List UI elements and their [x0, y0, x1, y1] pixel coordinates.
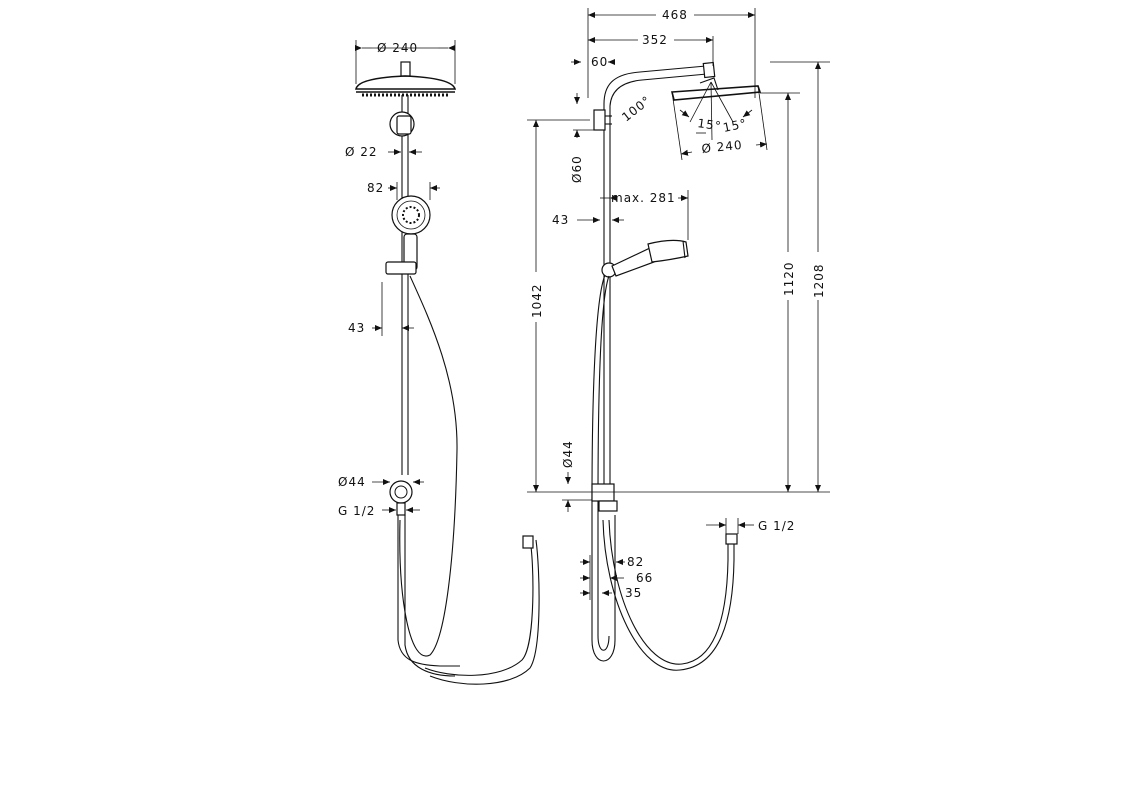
- front-pipe-diameter-label: Ø 22: [345, 145, 378, 159]
- side-shower-head: [670, 77, 762, 101]
- side-bracket-diameter-label: Ø60: [570, 155, 584, 183]
- side-arm-angle-label: 100°: [619, 93, 654, 124]
- side-inlet-thread-label: G 1/2: [758, 519, 795, 533]
- side-dim-35-label: 35: [625, 586, 642, 600]
- front-upper-pipe: [389, 95, 415, 475]
- side-max-holder-reach-label: max. 281: [611, 191, 676, 205]
- side-wall-offset-label: 60: [591, 55, 608, 69]
- side-diverter-diameter-label: Ø44: [561, 440, 575, 468]
- side-tilt-left-label: 15°: [697, 116, 723, 133]
- side-dim-66-label: 66: [636, 571, 653, 585]
- side-rail-offset-label: 43: [552, 213, 569, 227]
- side-hose: [591, 274, 616, 662]
- front-shower-head: [355, 61, 457, 97]
- side-head-height-label: 1120: [782, 261, 796, 296]
- side-shower-arm: [603, 65, 707, 118]
- front-diverter-diameter-label: Ø44: [338, 475, 366, 489]
- side-total-reach-label: 468: [662, 8, 688, 22]
- front-hose: [399, 275, 458, 657]
- side-dim-82-label: 82: [627, 555, 644, 569]
- front-view: Ø 240 Ø 22 82 43 Ø44 G 1/2: [338, 40, 540, 685]
- side-tilt-right-label: 15°: [722, 116, 749, 135]
- front-head-diameter-label: Ø 240: [377, 41, 418, 55]
- side-head-diameter-label: Ø 240: [701, 138, 743, 156]
- front-handshower-offset-label: 82: [367, 181, 384, 195]
- front-outlet-hose: [424, 539, 534, 676]
- side-rail-height-label: 1042: [530, 283, 544, 318]
- side-hand-shower: [601, 239, 689, 278]
- side-arm-reach-label: 352: [642, 33, 668, 47]
- side-wall-bracket: [593, 109, 606, 131]
- side-overall-height-label: 1208: [812, 263, 826, 298]
- side-outlet-hose: [602, 519, 735, 671]
- side-view: 468 352 60 100° 15° 15° Ø 240 Ø60 ma: [527, 8, 830, 671]
- front-rail-offset-label: 43: [348, 321, 365, 335]
- front-inlet-thread-label: G 1/2: [338, 504, 375, 518]
- front-hand-shower: [385, 195, 431, 275]
- side-diverter: [591, 483, 615, 502]
- front-diverter: [389, 480, 413, 516]
